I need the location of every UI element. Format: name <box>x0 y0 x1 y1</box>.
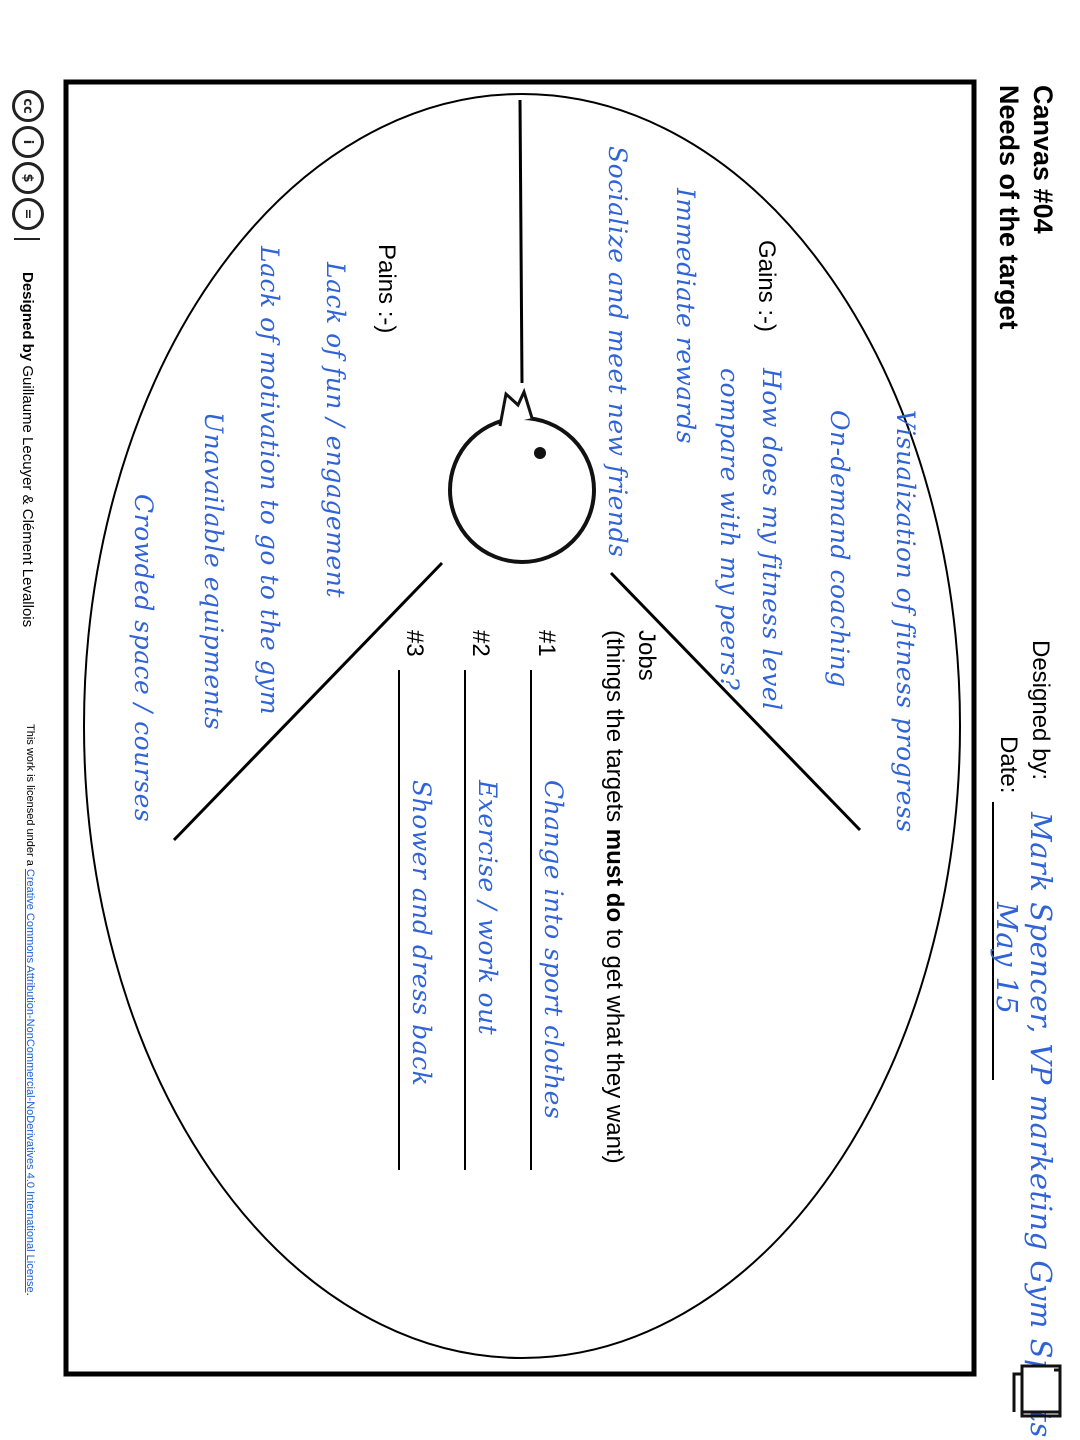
gain-item: How does my fitness level <box>757 368 786 711</box>
license-text: This work is licensed under a Creative C… <box>24 724 36 1296</box>
jobs-label: Jobs <box>633 630 660 681</box>
cc-icon: cc <box>12 90 44 122</box>
job-line <box>398 670 400 1170</box>
job-number: #2 <box>467 630 494 657</box>
job-number: #3 <box>401 630 428 657</box>
by-icon: i <box>12 126 44 158</box>
nd-icon: = <box>12 198 44 230</box>
nc-icon: $ <box>12 162 44 194</box>
gain-item: Visualization of fitness progress <box>891 410 920 833</box>
job-item: Change into sport clothes <box>539 780 568 1120</box>
gains-label: Gains :-) <box>753 240 780 333</box>
jobs-description: (things the targets must do to get what … <box>601 630 628 1164</box>
pain-item: Lack of motivation to go to the gym <box>255 246 284 716</box>
footer-divider <box>14 238 40 240</box>
pains-label: Pains :-) <box>373 244 400 334</box>
gain-item: On-demand coaching <box>825 410 854 688</box>
gain-item: Socialize and meet new friends <box>603 146 632 558</box>
job-item: Exercise / work out <box>473 780 502 1036</box>
gain-item: Immediate rewards <box>671 188 700 445</box>
pain-item: Crowded space / courses <box>129 494 158 823</box>
pain-item: Lack of fun / engagement <box>321 262 350 598</box>
job-line <box>530 670 532 1170</box>
footer-designers: Designed by Guillaume Lecuyer & Clément … <box>19 272 36 628</box>
license-link[interactable]: Creative Commons Attribution-NonCommerci… <box>24 868 36 1293</box>
stack-icon <box>1012 1364 1062 1418</box>
job-line <box>464 670 466 1170</box>
job-item: Shower and dress back <box>407 780 436 1087</box>
job-number: #1 <box>533 630 560 657</box>
pain-item: Unavailable equipments <box>199 412 228 731</box>
gain-item: compare with my peers? <box>715 368 744 691</box>
